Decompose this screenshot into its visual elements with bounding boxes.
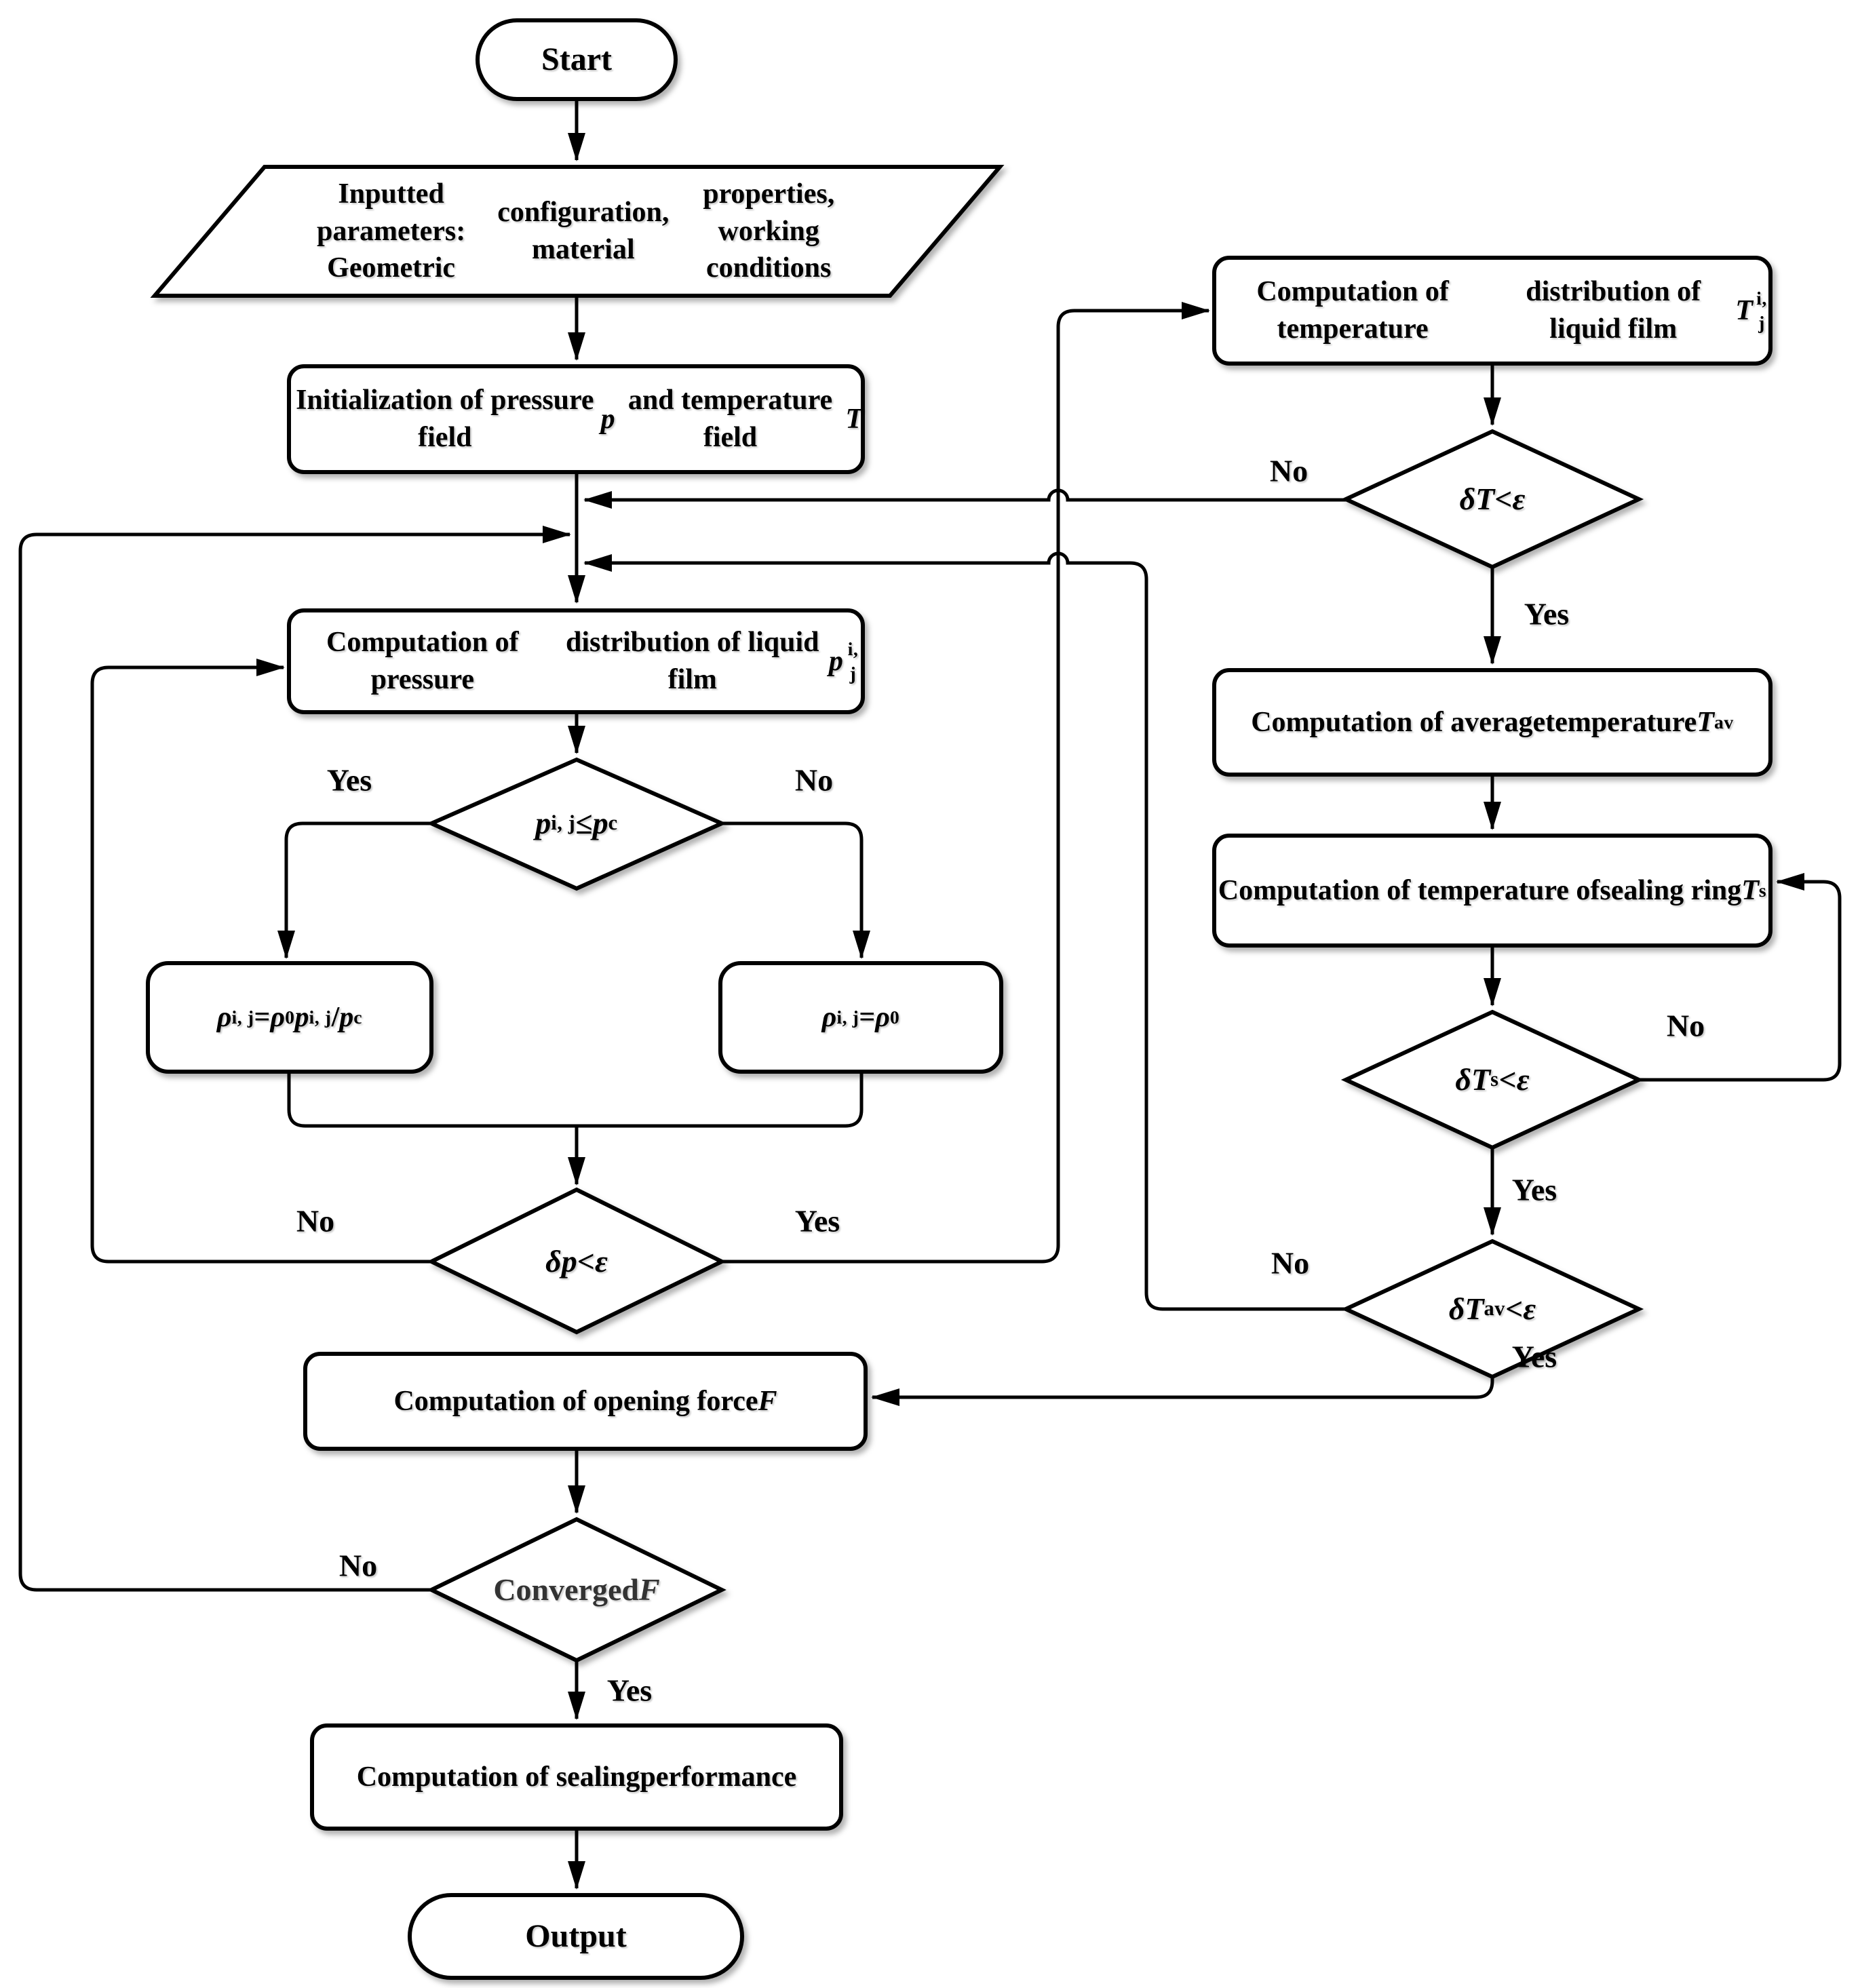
output-label: Output: [525, 1917, 627, 1954]
edge-pcheck-yes-rho-scaled: [277, 821, 431, 959]
dts-condition-diamond: [1340, 1009, 1644, 1150]
label-yes-dts-check: Yes: [1511, 1172, 1557, 1207]
temp-film-calc-box: [1212, 256, 1772, 366]
label-no-dtav-check: No: [1271, 1245, 1310, 1281]
opening-force-box: [303, 1352, 868, 1451]
edge-dtavcheck-yes-openingforce: [871, 1377, 1494, 1406]
avg-temp-box: [1212, 668, 1772, 777]
flow-connectors: [18, 99, 1842, 1890]
p-condition-diamond: [426, 757, 727, 891]
start-node: [476, 18, 678, 101]
dp-condition-diamond: [427, 1187, 726, 1335]
label-yes-dp-check: Yes: [794, 1203, 840, 1239]
sealing-perf-box: [310, 1723, 843, 1831]
label-yes-dt-check: Yes: [1524, 596, 1570, 631]
edge-dtscheck-no-loop: [1639, 873, 1842, 1082]
label-yes-converged: Yes: [606, 1673, 653, 1708]
edge-dtav-no-return: [583, 551, 1346, 1311]
label-yes-dtav-check: Yes: [1511, 1339, 1557, 1374]
label-no-p-check: No: [794, 762, 834, 798]
edge-pcheck-no-rho-const: [722, 821, 870, 959]
label-yes-p-check: Yes: [326, 762, 372, 798]
rho-const-box: [718, 961, 1003, 1074]
edge-rho-merge: [287, 1072, 864, 1128]
edge-dpcheck-no-loop: [90, 659, 431, 1264]
label-no-dts-check: No: [1666, 1008, 1705, 1043]
opening-force-label: Computation of opening force F: [393, 1385, 777, 1417]
dp-condition-label: δp < ε: [545, 1244, 608, 1279]
dt-condition-label: δT < ε: [1459, 482, 1526, 517]
converged-diamond: [427, 1517, 726, 1663]
init-box: [287, 364, 865, 474]
ring-temp-box: [1212, 834, 1772, 948]
dtav-condition-diamond: [1340, 1239, 1644, 1380]
pressure-calc-box: [287, 608, 865, 714]
edge-converged-no-return: [18, 526, 571, 1592]
label-no-converged: No: [338, 1548, 378, 1583]
edge-dt-no-return: [583, 488, 1346, 509]
converged-label: Converged F: [493, 1572, 660, 1607]
dt-condition-diamond: [1340, 429, 1644, 570]
label-no-dt-check: No: [1269, 453, 1309, 488]
input-parallelogram: [150, 165, 1005, 298]
start-label: Start: [541, 41, 612, 77]
edge-dpcheck-yes-tempcalc: [722, 302, 1210, 1264]
output-node: [408, 1893, 744, 1980]
rho-scaled-box: [146, 961, 433, 1074]
node-shapes: [146, 18, 1772, 1980]
label-no-dp-check: No: [296, 1203, 335, 1239]
